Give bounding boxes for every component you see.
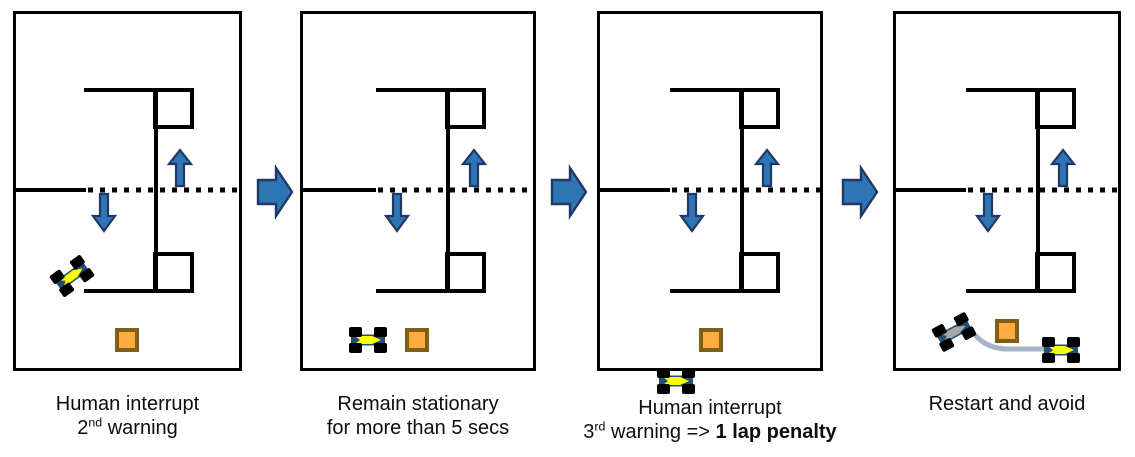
direction-arrow-up-icon bbox=[1049, 148, 1077, 188]
rc-car-icon bbox=[657, 368, 695, 394]
panel-3-scene bbox=[597, 11, 823, 371]
orange-cone-marker-icon bbox=[115, 328, 139, 352]
direction-arrow-down-icon bbox=[678, 192, 706, 233]
panel-2-caption-line-2: for more than 5 secs bbox=[326, 417, 510, 440]
transition-arrow-2 bbox=[549, 164, 589, 220]
track-box-top bbox=[1035, 88, 1076, 129]
panel-1-scene bbox=[13, 11, 242, 371]
ordinal-suffix: rd bbox=[594, 419, 606, 434]
transition-arrow-1 bbox=[255, 164, 295, 220]
orange-cone-marker-icon bbox=[699, 328, 723, 352]
track-box-top bbox=[153, 88, 194, 129]
panel-1-caption-line-2: 2nd warning bbox=[13, 416, 242, 440]
direction-arrow-up-icon bbox=[166, 148, 194, 188]
panel-3-track bbox=[600, 88, 820, 352]
panel-1-caption: Human interrupt 2nd warning bbox=[13, 392, 242, 441]
panel-2-caption: Remain stationary for more than 5 secs bbox=[300, 392, 536, 441]
track-box-bottom bbox=[739, 252, 780, 293]
direction-arrow-up-icon bbox=[460, 148, 488, 188]
panel-1-track bbox=[16, 88, 239, 352]
panel-2-scene bbox=[300, 11, 536, 371]
panel-4-scene bbox=[893, 11, 1121, 371]
right-block-arrow-icon bbox=[256, 164, 294, 220]
warning-word: warning bbox=[102, 417, 178, 440]
direction-arrow-down-icon bbox=[974, 192, 1002, 233]
ordinal-suffix: nd bbox=[88, 415, 103, 430]
orange-cone-marker-icon bbox=[995, 319, 1019, 343]
rc-car-ghost-icon bbox=[931, 312, 977, 352]
panel-3-removed-car bbox=[652, 366, 700, 396]
track-box-bottom bbox=[445, 252, 486, 293]
rc-car-icon bbox=[49, 255, 95, 297]
warning-arrow-text: warning => bbox=[605, 421, 716, 444]
panel-3-caption: Human interrupt 3rd warning => 1 lap pen… bbox=[578, 396, 842, 445]
right-block-arrow-icon bbox=[550, 164, 588, 220]
direction-arrow-up-icon bbox=[753, 148, 781, 188]
ordinal-number: 3 bbox=[583, 421, 595, 444]
panel-3-caption-line-1: Human interrupt bbox=[638, 397, 782, 419]
trajectory-path bbox=[973, 333, 1048, 352]
right-block-arrow-icon bbox=[841, 164, 879, 220]
track-box-top bbox=[739, 88, 780, 129]
penalty-text: 1 lap penalty bbox=[715, 421, 837, 444]
panel-2-track bbox=[303, 88, 529, 353]
ordinal-number: 2 bbox=[77, 417, 89, 440]
panel-4-caption-line-1: Restart and avoid bbox=[928, 393, 1086, 415]
transition-arrow-3 bbox=[840, 164, 880, 220]
track-box-bottom bbox=[153, 252, 194, 293]
rc-car-icon bbox=[349, 327, 387, 353]
panel-1-caption-line-1: Human interrupt bbox=[55, 393, 200, 415]
direction-arrow-down-icon bbox=[90, 192, 118, 233]
track-box-top bbox=[445, 88, 486, 129]
direction-arrow-down-icon bbox=[383, 192, 411, 233]
track-box-bottom bbox=[1035, 252, 1076, 293]
panel-4-caption: Restart and avoid bbox=[893, 392, 1121, 416]
panel-2-caption-line-1: Remain stationary bbox=[337, 393, 499, 415]
orange-cone-marker-icon bbox=[405, 328, 429, 352]
panel-3-caption-line-2: 3rd warning => 1 lap penalty bbox=[578, 420, 842, 444]
panel-4-track bbox=[896, 88, 1118, 363]
rc-car-icon bbox=[1042, 337, 1080, 363]
